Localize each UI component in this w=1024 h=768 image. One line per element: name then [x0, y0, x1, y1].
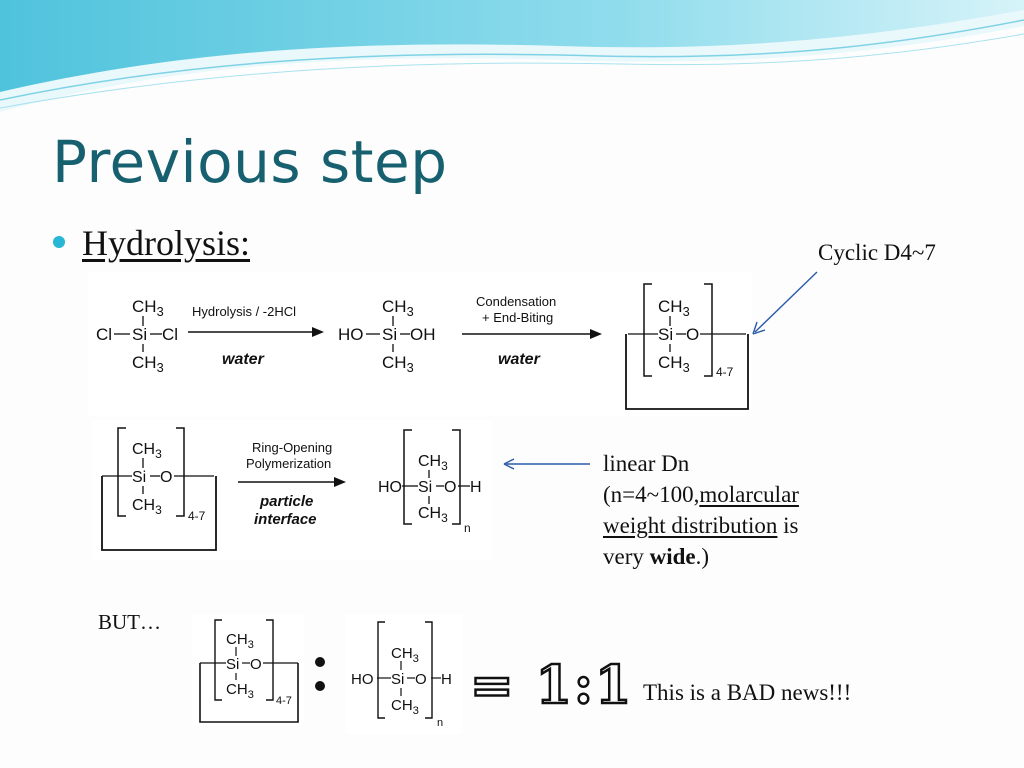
- linear-note-line1: linear Dn: [603, 451, 690, 476]
- ch3-bottom: CH3: [132, 497, 162, 517]
- ho-group: HO: [378, 479, 402, 496]
- linear-note: linear Dn (n=4~100,molarcular weight dis…: [603, 448, 863, 572]
- ch3-top: CH3: [382, 297, 414, 319]
- ho-group: HO: [338, 325, 364, 344]
- ch3-bottom: CH3: [418, 505, 448, 525]
- linear-note-underlined-2: weight distribution: [603, 513, 778, 538]
- o-atom: O: [444, 479, 456, 496]
- ring-subscript: 4-7: [188, 509, 206, 523]
- comparison-cyclic-structure: CH3 Si O CH3 4-7: [192, 614, 304, 726]
- o-atom: O: [415, 671, 427, 688]
- comparison-linear-structure: HO CH3 Si O CH3 H n: [345, 614, 463, 734]
- bullet-dot-icon: [53, 236, 65, 248]
- cyclic-pointer-arrow: [752, 271, 818, 335]
- repeat-subscript: n: [437, 717, 443, 729]
- oh-group: OH: [410, 325, 436, 344]
- linear-note-close: .): [695, 544, 710, 569]
- rop-label-above-2: Polymerization: [246, 456, 331, 471]
- arrow2-label-below: water: [498, 351, 541, 368]
- arrow1-label-above: Hydrolysis / -2HCl: [192, 304, 296, 319]
- cl-left: Cl: [96, 325, 112, 344]
- rop-label-below-2: interface: [254, 511, 317, 528]
- linear-note-suffix: is: [777, 513, 799, 538]
- o-atom: O: [250, 656, 262, 673]
- ch3-top: CH3: [391, 645, 419, 665]
- reaction-scheme-hydrolysis: CH3 Cl Si Cl CH3 Hydrolysis / -2HCl wate…: [88, 272, 752, 416]
- ratio-colon: [315, 657, 325, 691]
- ch3-top: CH3: [418, 453, 448, 473]
- h-atom: H: [441, 671, 452, 688]
- reaction-scheme-ring-opening: CH3 Si O CH3 4-7 Ring-Opening Polymeriza…: [92, 420, 492, 560]
- rop-label-above-1: Ring-Opening: [252, 440, 332, 455]
- si-atom: Si: [658, 325, 673, 344]
- repeat-subscript: n: [464, 521, 471, 535]
- ch3-bottom: CH3: [132, 353, 164, 375]
- si-atom: Si: [391, 671, 404, 688]
- ring-subscript: 4-7: [716, 365, 734, 379]
- si-atom: Si: [418, 479, 432, 496]
- ho-group: HO: [351, 671, 374, 688]
- cyclic-label: Cyclic D4~7: [818, 240, 936, 265]
- but-label: BUT…: [98, 610, 161, 634]
- ring-subscript: 4-7: [276, 695, 292, 707]
- si-atom: Si: [132, 469, 146, 486]
- o-atom: O: [686, 325, 699, 344]
- ch3-top: CH3: [132, 297, 164, 319]
- ch3-top: CH3: [658, 297, 690, 319]
- arrow2-label-above-1: Condensation: [476, 294, 556, 309]
- bad-news-text: This is a BAD news!!!: [643, 680, 852, 705]
- si-atom: Si: [382, 325, 397, 344]
- linear-pointer-arrow: [503, 458, 590, 470]
- linear-note-wide: wide: [649, 544, 696, 569]
- header-wave-decoration: [0, 0, 1024, 112]
- arrow1-label-below: water: [222, 351, 265, 368]
- rop-label-below-1: particle: [259, 493, 313, 510]
- linear-note-prefix: (n=4~100,: [603, 482, 700, 507]
- ch3-bottom: CH3: [391, 697, 419, 717]
- si-atom: Si: [132, 325, 147, 344]
- ratio-equals-one-to-one: = 1:1: [469, 654, 634, 718]
- h-atom: H: [470, 479, 482, 496]
- ch3-bottom: CH3: [226, 681, 254, 701]
- ch3-bottom: CH3: [658, 353, 690, 375]
- cl-right: Cl: [162, 325, 178, 344]
- ch3-top: CH3: [226, 631, 254, 651]
- bullet-heading: Hydrolysis:: [82, 223, 251, 263]
- arrow2-label-above-2: + End-Biting: [482, 310, 553, 325]
- linear-note-underlined-1: molarcular: [699, 482, 799, 507]
- linear-note-very: very: [603, 544, 650, 569]
- o-atom: O: [160, 469, 172, 486]
- si-atom: Si: [226, 656, 239, 673]
- slide-title: Previous step: [52, 128, 448, 196]
- ch3-top: CH3: [132, 441, 162, 461]
- ch3-bottom: CH3: [382, 353, 414, 375]
